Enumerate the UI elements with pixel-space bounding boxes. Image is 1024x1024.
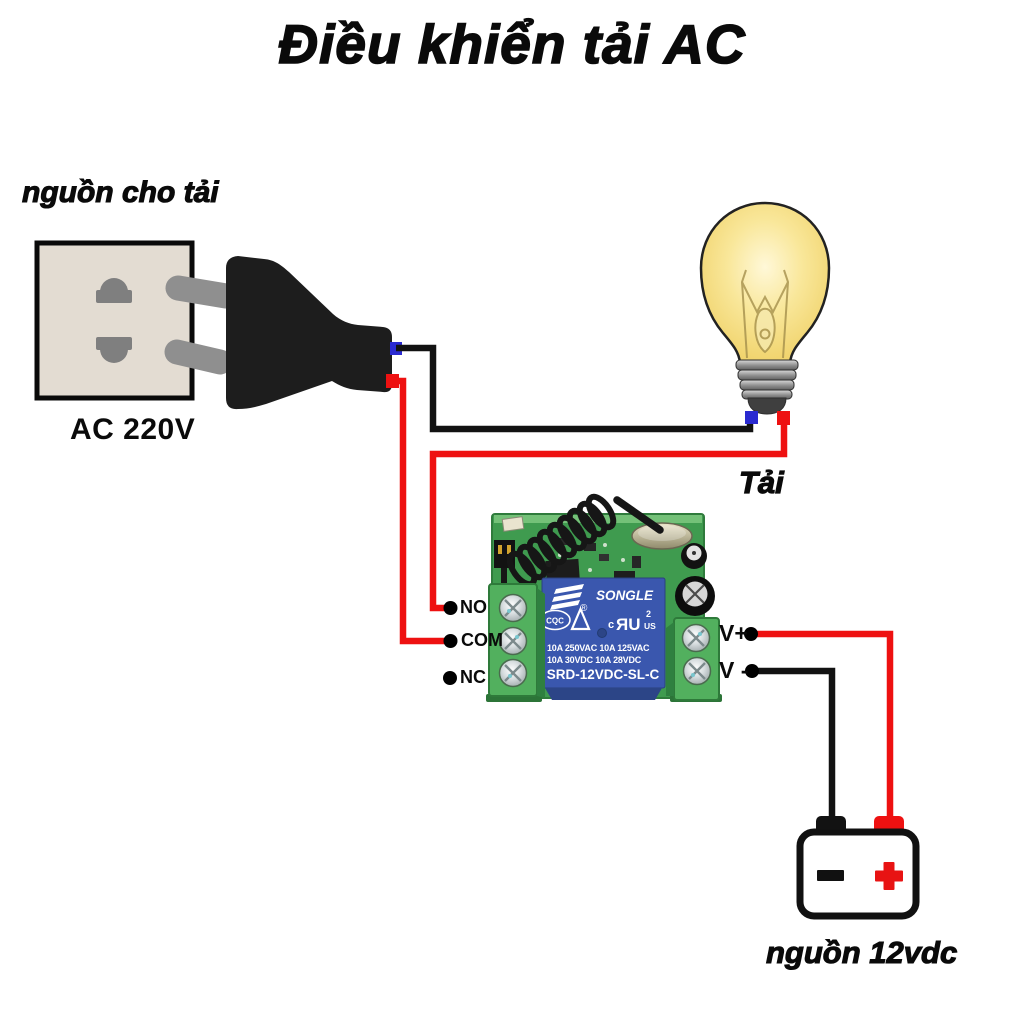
terminal-block-right [666, 617, 722, 702]
ul-sub: US [644, 621, 656, 631]
screw [498, 593, 528, 623]
relay-rating-2: 10A 30VDC 10A 28VDC [547, 655, 642, 665]
terminal-label-no: NO [460, 597, 487, 617]
cqc-mark: CQC [546, 617, 564, 626]
terminal-block-left [486, 583, 545, 702]
bulb-terminal-blue [745, 411, 758, 424]
vplus-dot [744, 627, 758, 641]
screw [498, 658, 528, 688]
plug-body [226, 256, 392, 410]
songle-logo [550, 584, 584, 610]
wire-plug-to-bulb-black [396, 344, 754, 433]
com-dot [443, 634, 458, 648]
ul-prefix: c [608, 619, 614, 631]
relay-component: SONGLE ® CQC c ЯU 2 US 10A 250VAC 10A 12… [539, 577, 666, 700]
screw [498, 626, 528, 656]
battery-12v [796, 816, 920, 920]
battery-body [796, 828, 920, 920]
vminus-dot [745, 664, 759, 678]
screw [681, 623, 711, 653]
pcb-components [494, 516, 715, 616]
no-dot [443, 601, 458, 615]
socket-voltage-label: AC 220V [70, 413, 196, 446]
ac-plug [164, 256, 402, 410]
socket-hole-top [96, 278, 132, 303]
relay-module: SONGLE ® CQC c ЯU 2 US 10A 250VAC 10A 12… [486, 493, 722, 702]
bulb-filament [740, 269, 790, 359]
socket-hole-bottom [96, 337, 132, 363]
bulb-terminal-red [777, 411, 790, 425]
terminal-label-vminus: V - [719, 657, 749, 683]
wire-vplus-to-battery-red [753, 630, 894, 818]
terminal-label-com: COM [461, 630, 503, 650]
antenna-coil [506, 493, 664, 588]
wire-bulb-to-no-red [429, 420, 788, 612]
terminal-label-nc: NC [460, 667, 486, 687]
ul-mark: ЯU [616, 615, 641, 634]
source-for-load-label: nguồn cho tải [21, 175, 219, 209]
light-bulb [699, 201, 831, 415]
dc-source-label: nguồn 12vdc [765, 935, 958, 970]
relay-model: SRD-12VDC-SL-C [547, 667, 660, 682]
screw [682, 656, 712, 686]
nc-dot [443, 671, 457, 685]
minus-symbol [817, 870, 844, 881]
socket-plate [34, 240, 195, 401]
registered-mark: ® [580, 603, 588, 614]
relay-brand: SONGLE [596, 588, 654, 603]
load-label: Tải [738, 465, 784, 500]
relay-side-face [545, 688, 662, 700]
plug-prong-bottom [164, 339, 233, 375]
triangle-mark [570, 606, 591, 631]
ac-socket [34, 240, 195, 401]
oscillator-can [631, 522, 693, 550]
antenna-whisker [613, 496, 664, 534]
relay-pivot-dot [597, 628, 607, 638]
ul-sup: 2 [646, 609, 651, 619]
plus-symbol [875, 862, 903, 890]
wires [392, 344, 894, 818]
plug-prong-top [165, 275, 239, 309]
wire-plug-to-com-red [392, 377, 446, 645]
terminal-label-vplus: V+ [719, 620, 748, 646]
wire-vminus-to-battery-black [754, 667, 836, 818]
relay-rating-1: 10A 250VAC 10A 125VAC [547, 643, 650, 653]
bulb-screw-base [735, 359, 799, 415]
page-title: Điều khiển tải AC [278, 13, 746, 75]
terminal-dots [443, 601, 759, 685]
